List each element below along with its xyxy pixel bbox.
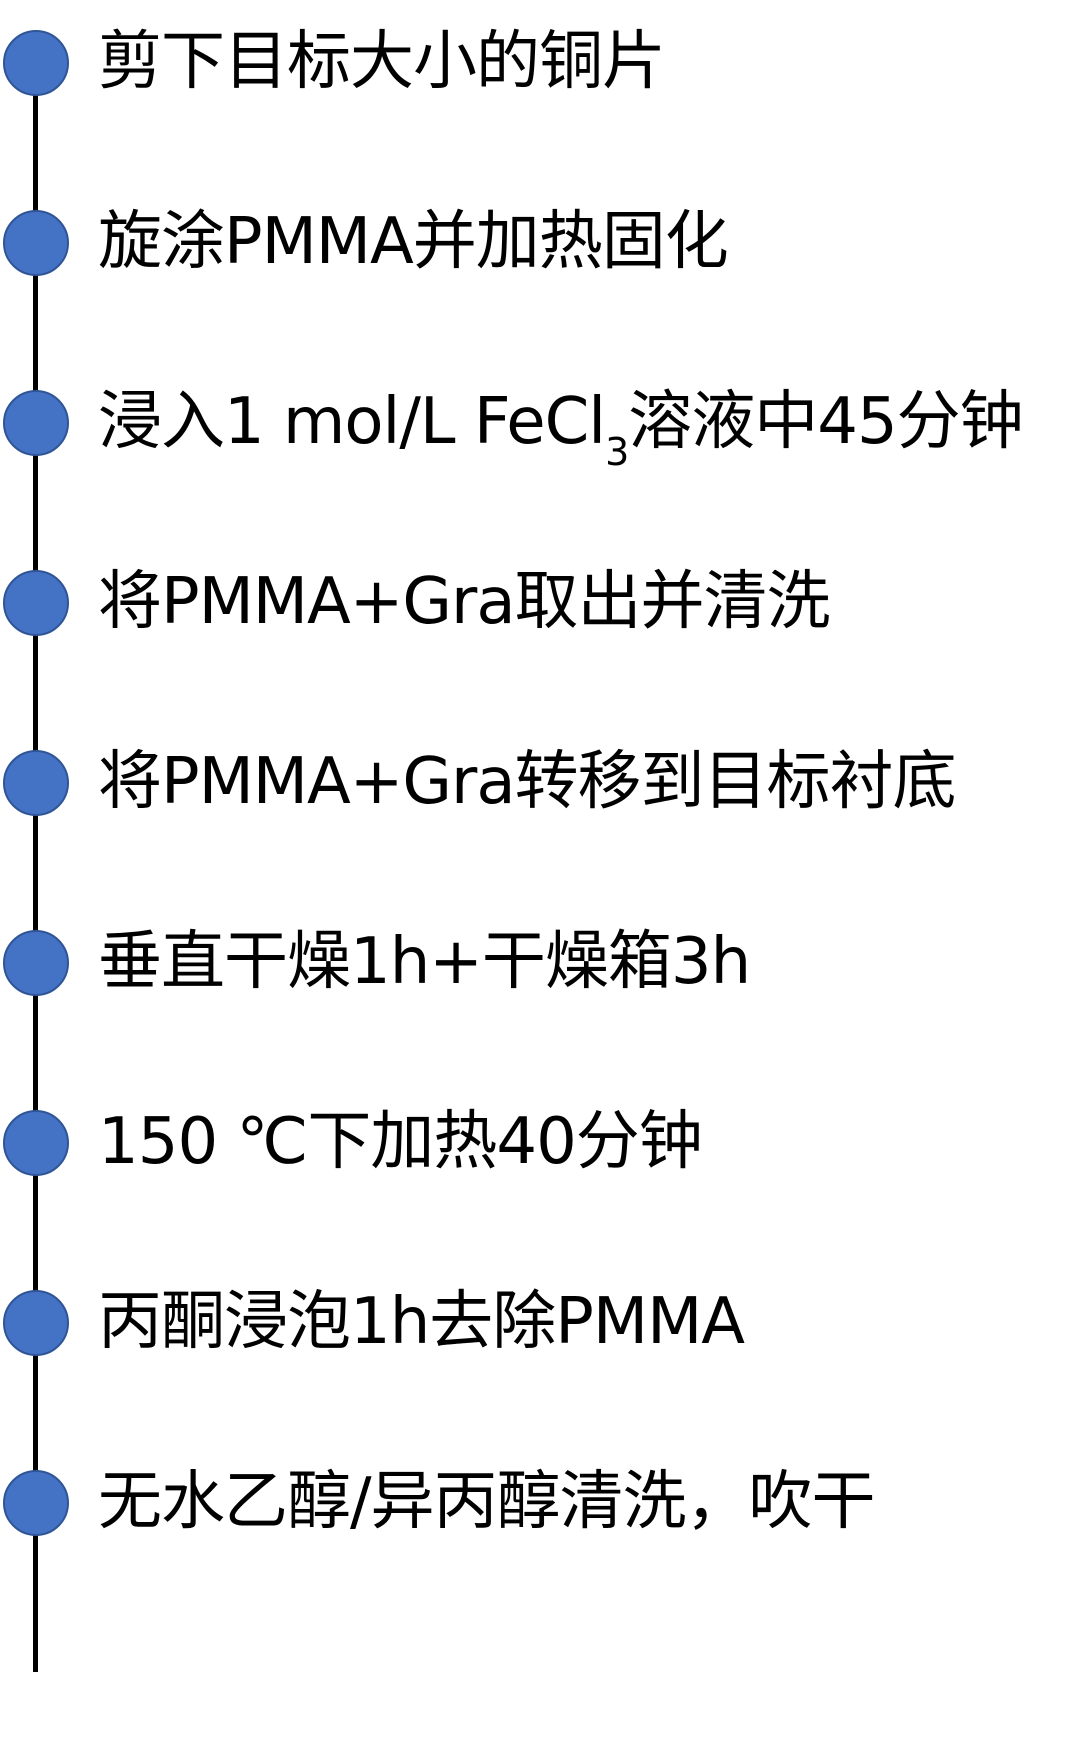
step-marker-dot	[3, 930, 69, 996]
step-label-subscript: 3	[605, 430, 629, 474]
step-label-after-subscript: 溶液中45分钟	[628, 385, 1023, 459]
step-2: 旋涂PMMA并加热固化	[0, 197, 1080, 287]
step-label: 将PMMA+Gra取出并清洗	[98, 565, 831, 639]
step-label: 丙酮浸泡1h去除PMMA	[98, 1285, 745, 1359]
step-marker-dot	[3, 210, 69, 276]
step-marker-dot	[3, 570, 69, 636]
step-6: 垂直干燥1h+干燥箱3h	[0, 917, 1080, 1007]
step-label: 旋涂PMMA并加热固化	[98, 205, 729, 279]
step-marker-dot	[3, 1110, 69, 1176]
step-5: 将PMMA+Gra转移到目标衬底	[0, 737, 1080, 827]
step-3: 浸入1 mol/L FeCl3溶液中45分钟	[0, 377, 1080, 471]
step-marker-dot	[3, 1470, 69, 1536]
step-marker-dot	[3, 30, 69, 96]
step-1: 剪下目标大小的铜片	[0, 17, 1080, 107]
step-label: 将PMMA+Gra转移到目标衬底	[98, 745, 957, 819]
step-label: 150 ℃下加热40分钟	[98, 1105, 703, 1179]
step-4: 将PMMA+Gra取出并清洗	[0, 557, 1080, 647]
step-label: 垂直干燥1h+干燥箱3h	[98, 925, 751, 999]
step-label-before-subscript: 浸入1 mol/L FeCl	[98, 385, 606, 459]
step-label: 剪下目标大小的铜片	[98, 25, 666, 99]
step-label: 浸入1 mol/L FeCl3溶液中45分钟	[98, 377, 1024, 471]
timeline-connector-line	[33, 55, 38, 1672]
step-9: 无水乙醇/异丙醇清洗，吹干	[0, 1457, 1080, 1547]
step-8: 丙酮浸泡1h去除PMMA	[0, 1277, 1080, 1367]
step-label: 无水乙醇/异丙醇清洗，吹干	[98, 1465, 876, 1539]
step-marker-dot	[3, 750, 69, 816]
step-marker-dot	[3, 390, 69, 456]
step-marker-dot	[3, 1290, 69, 1356]
step-7: 150 ℃下加热40分钟	[0, 1097, 1080, 1187]
